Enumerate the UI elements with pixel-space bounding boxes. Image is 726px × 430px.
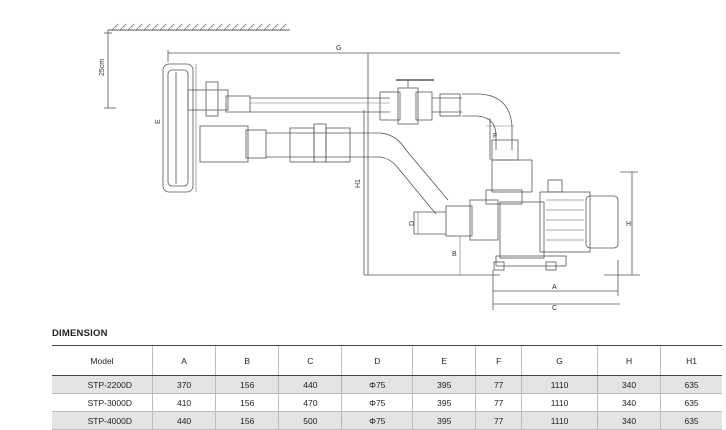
label-25cm: 25cm (99, 59, 106, 76)
table-row: STP-2200D 370 156 440 Φ75 395 77 1110 34… (52, 375, 722, 394)
table-cell: 395 (412, 393, 476, 412)
table-cell: 1110 (521, 375, 598, 394)
label-A: A (552, 284, 557, 291)
header-F: F (475, 345, 522, 376)
table-row: STP-4000D 440 156 500 Φ75 395 77 1110 34… (52, 411, 722, 430)
table-cell: 77 (475, 411, 522, 430)
label-D: D (409, 221, 416, 226)
header-H1: H1 (660, 345, 722, 376)
header-D: D (341, 345, 413, 376)
label-C: C (552, 305, 557, 312)
table-cell: 77 (475, 375, 522, 394)
table-cell: 395 (412, 411, 476, 430)
table-cell: 410 (151, 393, 216, 412)
table-cell: 340 (596, 375, 661, 394)
label-B: B (452, 251, 457, 258)
header-H: H (596, 345, 661, 376)
table-cell: 77 (475, 393, 522, 412)
label-H1: H1 (355, 179, 362, 188)
label-H: H (626, 221, 631, 228)
table-cell: STP-3000D (52, 393, 153, 412)
table-header-row: Model A B C D E F G H H1 (52, 345, 722, 376)
table-cell: 395 (412, 375, 476, 394)
header-A: A (151, 345, 216, 376)
technical-drawing: 25cm G E F H1 D B H A C (99, 23, 640, 312)
header-B: B (215, 345, 279, 376)
table-cell: STP-4000D (52, 411, 153, 430)
table-cell: Φ75 (341, 393, 413, 412)
table-cell: Φ75 (341, 375, 413, 394)
table-cell: 370 (151, 375, 216, 394)
table-cell: 635 (660, 411, 722, 430)
table-cell: 440 (278, 375, 342, 394)
table-cell: 1110 (521, 393, 598, 412)
dimension-title: DIMENSION (52, 328, 108, 339)
table-cell: 500 (278, 411, 342, 430)
header-model: Model (52, 345, 153, 376)
table-cell: 635 (660, 393, 722, 412)
table-cell: 1110 (521, 411, 598, 430)
table-row: STP-3000D 410 156 470 Φ75 395 77 1110 34… (52, 393, 722, 412)
table-cell: 340 (596, 411, 661, 430)
header-E: E (412, 345, 476, 376)
table-cell: STP-2200D (52, 375, 153, 394)
label-G: G (336, 45, 341, 52)
header-C: C (278, 345, 342, 376)
dimension-table: Model A B C D E F G H H1 STP-2200D 370 1… (52, 345, 722, 430)
label-F: F (493, 133, 497, 140)
table-cell: 156 (215, 411, 279, 430)
table-cell: 156 (215, 375, 279, 394)
label-E: E (155, 119, 162, 124)
table-cell: 635 (660, 375, 722, 394)
table-cell: 156 (215, 393, 279, 412)
table-cell: 440 (151, 411, 216, 430)
table-cell: 340 (596, 393, 661, 412)
table-cell: 470 (278, 393, 342, 412)
table-cell: Φ75 (341, 411, 413, 430)
header-G: G (521, 345, 598, 376)
